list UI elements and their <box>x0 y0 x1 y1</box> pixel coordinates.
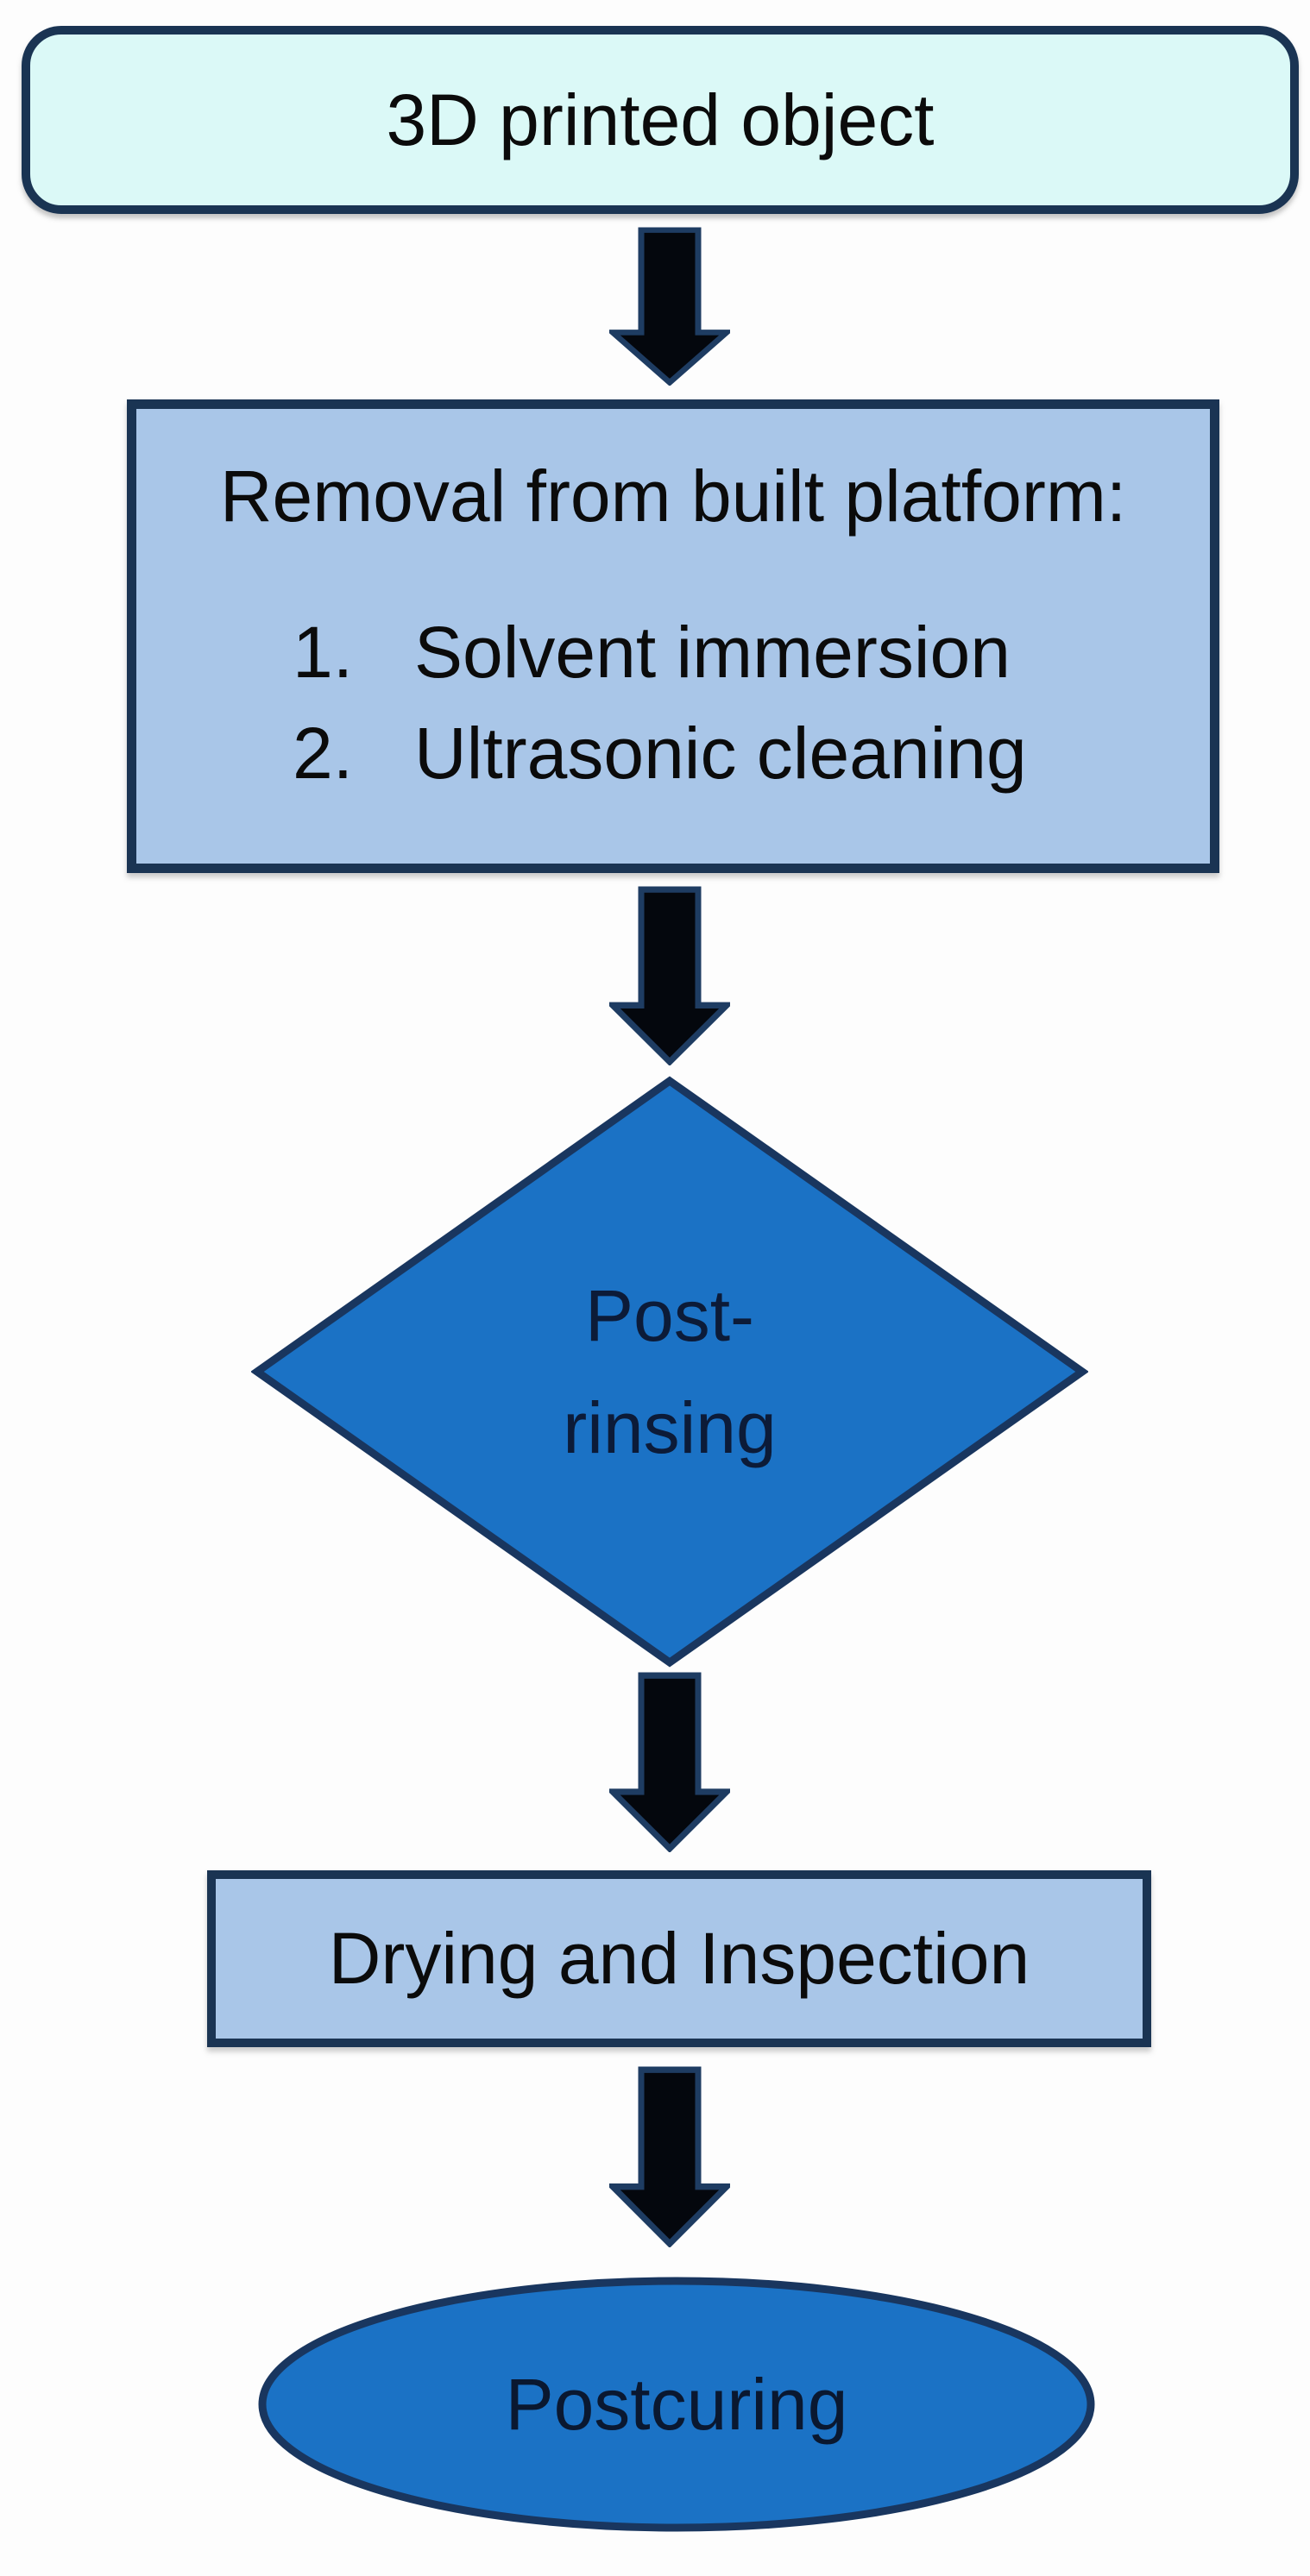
node-post-rinsing-diamond <box>251 1076 1088 1668</box>
node-drying-and-inspection: Drying and Inspection <box>207 1870 1151 2047</box>
list-item: 1. Solvent immersion <box>293 602 1210 703</box>
node-label: Postcuring <box>505 2363 848 2445</box>
node-3d-printed-object: 3D printed object <box>22 26 1299 214</box>
node-label: 3D printed object <box>386 79 935 160</box>
node-label: Drying and Inspection <box>328 1918 1030 1999</box>
list-item-number: 1. <box>293 612 354 693</box>
list-item-label: Solvent immersion <box>414 612 1011 693</box>
list-item-number: 2. <box>293 713 354 794</box>
node-label-line2: rinsing <box>563 1387 777 1468</box>
down-arrow-icon <box>609 227 730 386</box>
node-postcuring-label: Postcuring <box>255 2274 1098 2535</box>
list-item: 2. Ultrasonic cleaning <box>293 703 1210 804</box>
node-postcuring-ellipse <box>258 2277 1095 2532</box>
node-post-rinsing-label: Post- rinsing <box>251 1076 1088 1668</box>
down-arrow-icon <box>609 886 730 1065</box>
down-arrow-icon <box>609 2066 730 2247</box>
down-arrow-icon <box>609 1672 730 1852</box>
node-title: Removal from built platform: <box>219 456 1127 537</box>
node-label-line1: Post- <box>584 1275 755 1356</box>
removal-methods-list: 1. Solvent immersion 2. Ultrasonic clean… <box>136 602 1210 804</box>
list-item-label: Ultrasonic cleaning <box>414 713 1027 794</box>
node-removal-from-built-platform: Removal from built platform: 1. Solvent … <box>127 399 1219 873</box>
